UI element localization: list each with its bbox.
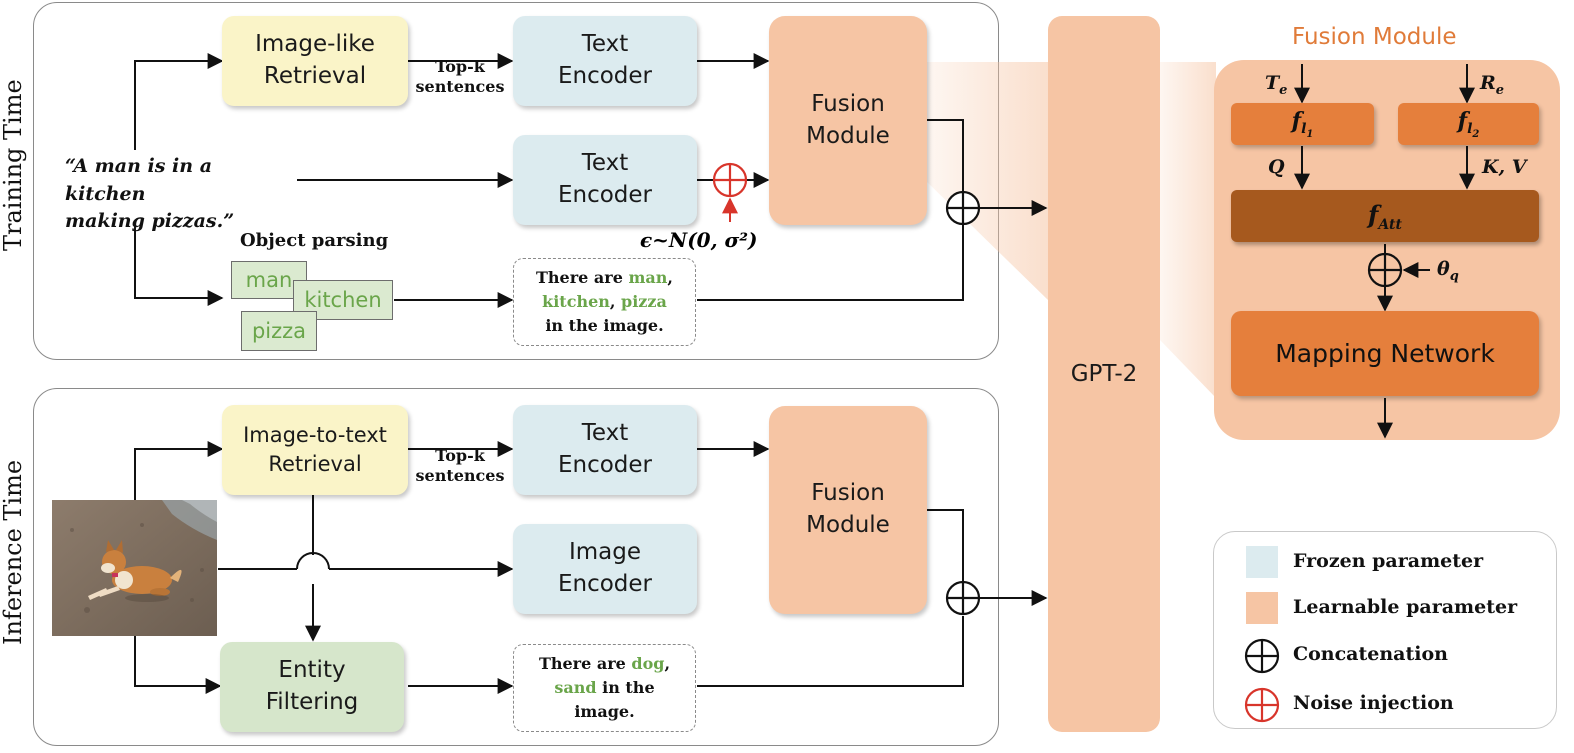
inference-time-title: Inference Time xyxy=(0,459,27,645)
chip-pizza: pizza xyxy=(241,311,317,351)
te-label: Te xyxy=(1265,72,1288,98)
training-caption: “A man is in a kitchen making pizzas.” xyxy=(65,155,235,233)
image-like-retrieval-label: Image-like Retrieval xyxy=(255,31,375,89)
fusion-detail-title: Fusion Module xyxy=(1292,24,1457,50)
fusion-module-label-training: Fusion Module xyxy=(806,90,890,149)
frozen-swatch xyxy=(1246,546,1278,578)
fusion-module-label-inference: Fusion Module xyxy=(806,480,890,538)
image-like-retrieval-box: Image-like Retrieval xyxy=(222,16,408,106)
noise-icon xyxy=(1244,687,1280,723)
theta-q-label: θq xyxy=(1437,258,1459,284)
noise-icon xyxy=(712,162,748,198)
training-time-title: Training Time xyxy=(0,79,27,251)
gpt2-decoder-box: GPT-2 xyxy=(1048,16,1160,732)
entity-sand: sand xyxy=(554,678,597,697)
concat-icon xyxy=(945,580,981,616)
learnable-swatch xyxy=(1246,592,1278,624)
object-parsing-label: Object parsing xyxy=(240,230,389,251)
entity-dog: dog xyxy=(631,654,665,673)
re-label: Re xyxy=(1480,72,1505,98)
dog-on-sand-photo xyxy=(52,500,217,636)
q-label: Q xyxy=(1268,156,1285,178)
text-encoder-label-2: Text Encoder xyxy=(557,150,653,208)
entity-man: man xyxy=(628,268,668,287)
image-encoder-label: Image Encoder xyxy=(557,539,653,597)
entity-filtering-box: Entity Filtering xyxy=(220,642,404,732)
image-to-text-retrieval-box: Image-to-text Retrieval xyxy=(222,405,408,495)
entity-kitchen: kitchen xyxy=(542,292,610,311)
fusion-module-box-training: Fusion Module xyxy=(769,16,927,225)
entity-filtering-label: Entity Filtering xyxy=(265,657,359,715)
text-encoder-box-3: Text Encoder xyxy=(513,405,697,495)
concat-icon xyxy=(945,190,981,226)
fl1-layer-box: fl1 xyxy=(1231,103,1374,145)
kv-label: K, V xyxy=(1482,156,1527,178)
topk-label-training: Top-k sentences xyxy=(415,57,505,96)
image-to-text-retrieval-label: Image-to-text Retrieval xyxy=(243,423,387,476)
fusion-module-box-inference: Fusion Module xyxy=(769,406,927,614)
fl2-layer-box: fl2 xyxy=(1398,103,1539,145)
legend-learnable-label: Learnable parameter xyxy=(1293,596,1518,618)
text-encoder-label-3: Text Encoder xyxy=(557,420,653,478)
concat-icon xyxy=(1367,252,1403,288)
legend-noise-label: Noise injection xyxy=(1293,692,1454,714)
text-encoder-box-1: Text Encoder xyxy=(513,16,697,106)
entity-pizza: pizza xyxy=(621,292,667,311)
concat-icon xyxy=(1244,638,1280,674)
legend-frozen-label: Frozen parameter xyxy=(1293,550,1484,572)
noise-formula: ϵ~N(0, σ²) xyxy=(640,228,758,252)
attention-block: fAtt xyxy=(1231,190,1539,242)
topk-label-inference: Top-k sentences xyxy=(415,446,505,485)
image-encoder-box: Image Encoder xyxy=(513,524,697,614)
text-encoder-box-2: Text Encoder xyxy=(513,135,697,225)
mapping-network-box: Mapping Network xyxy=(1231,311,1539,396)
legend-concat-label: Concatenation xyxy=(1293,643,1448,665)
training-prompt-box: There are man, kitchen, pizza in the ima… xyxy=(513,258,696,346)
inference-prompt-box: There are dog, sand in the image. xyxy=(513,644,696,732)
text-encoder-label-1: Text Encoder xyxy=(557,31,653,89)
